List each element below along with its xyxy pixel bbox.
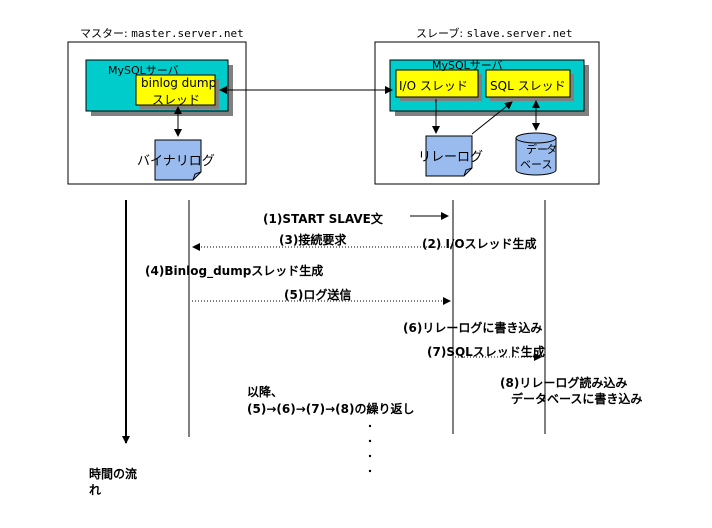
relay-log-label: リレーログ bbox=[418, 150, 484, 165]
database-icon bbox=[515, 132, 557, 176]
sql-thread-label: SQL スレッド bbox=[490, 79, 566, 93]
binlog-dump-thread bbox=[135, 74, 216, 106]
relay-log-doc-icon bbox=[425, 135, 473, 177]
step3-label: (3)接続要求 bbox=[279, 233, 347, 247]
master-title-prefix: マスター: bbox=[80, 27, 132, 40]
time-axis-label-2: れ bbox=[89, 483, 102, 497]
step6-label: (6)リレーログに書き込み bbox=[403, 321, 543, 335]
binlog-label: バイナリログ bbox=[137, 154, 215, 169]
database-label-3: ベース bbox=[520, 158, 553, 171]
continuation-dots bbox=[368, 424, 372, 473]
step5-label: (5)ログ送信 bbox=[284, 288, 352, 302]
time-axis-label-1: 時間の流 bbox=[89, 467, 138, 481]
step7-label: (7)SQLスレッド生成 bbox=[427, 345, 545, 359]
dump-thread-label-1: binlog dump bbox=[141, 76, 217, 90]
sql-thread bbox=[485, 69, 571, 98]
database-label-1: デー bbox=[526, 143, 548, 156]
step8-label-2: データベースに書き込み bbox=[511, 392, 643, 406]
step2-label: (2) I/Oスレッド生成 bbox=[422, 237, 537, 251]
master-title: マスター: master.server.net bbox=[80, 25, 244, 41]
slave-server-label: MySQLサーバ bbox=[432, 59, 503, 72]
step8-label-1: (8)リレーログ読み込み bbox=[500, 376, 628, 390]
slave-title-prefix: スレーブ: bbox=[416, 27, 467, 40]
database-label-2: タ bbox=[546, 143, 557, 156]
repeat-label-2: (5)→(6)→(7)→(8)の繰り返し bbox=[247, 402, 415, 416]
master-host: master.server.net bbox=[131, 27, 244, 40]
io-thread-label: I/O スレッド bbox=[399, 79, 468, 93]
step4-label: (4)Binlog_dumpスレッド生成 bbox=[145, 264, 324, 278]
slave-title: スレーブ: slave.server.net bbox=[416, 25, 573, 41]
io-thread bbox=[395, 69, 479, 98]
step1-label: (1)START SLAVE文 bbox=[263, 212, 383, 226]
master-server-label: MySQLサーバ bbox=[108, 64, 179, 77]
slave-host: slave.server.net bbox=[466, 27, 573, 40]
binlog-doc-icon bbox=[154, 139, 202, 181]
dump-thread-label-2: スレッド bbox=[152, 93, 201, 107]
repeat-label-1: 以降、 bbox=[247, 385, 284, 399]
